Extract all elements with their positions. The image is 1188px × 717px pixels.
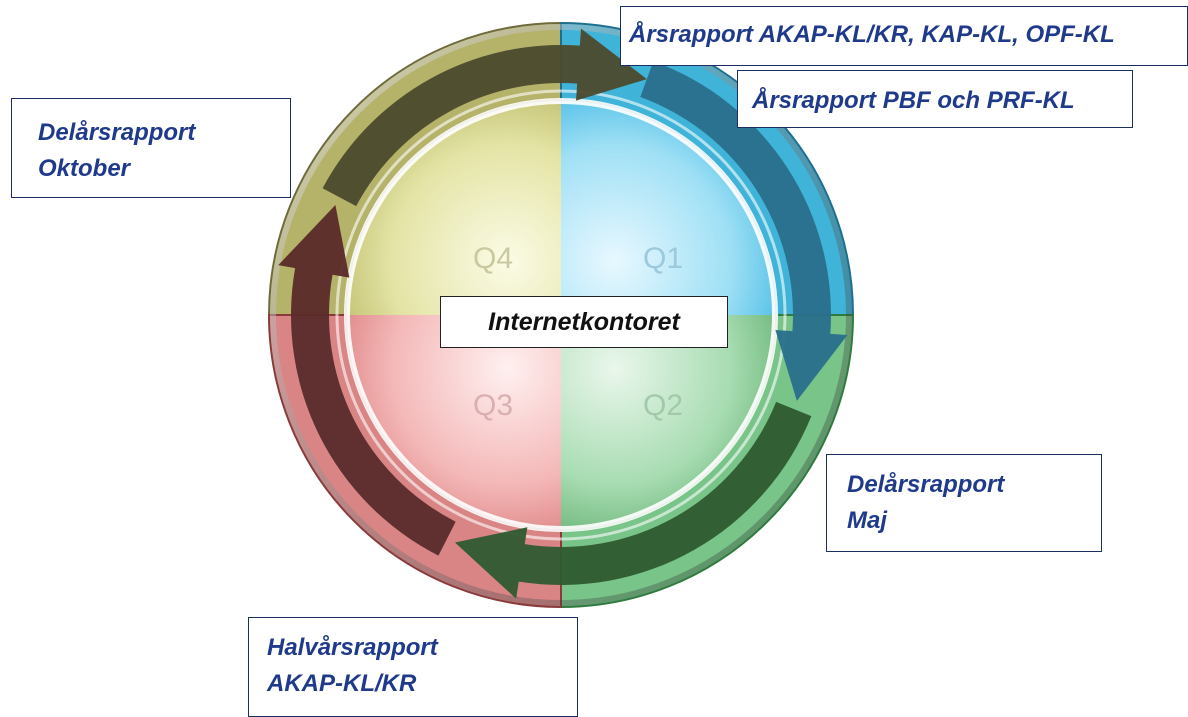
- quarter-label-q1: Q1: [643, 242, 683, 275]
- quarter-label-q4: Q4: [473, 242, 513, 275]
- quadrant-q3: [347, 315, 561, 529]
- callout-arsrapport-pbf: Årsrapport PBF och PRF-KL: [737, 70, 1133, 128]
- quadrant-q4: [347, 101, 561, 315]
- callout-line: Maj: [847, 507, 888, 534]
- quadrants: [335, 89, 787, 541]
- callout-line: Delårsrapport: [847, 471, 1005, 498]
- callout-line: Delårsrapport: [38, 119, 196, 146]
- callout-line: Oktober: [38, 155, 131, 182]
- quadrant-q1: [561, 101, 775, 315]
- quarter-label-q2: Q2: [643, 389, 683, 422]
- callout-halvarsrapport: Halvårsrapport AKAP-KL/KR: [248, 617, 578, 717]
- center-label: Internetkontoret: [440, 296, 728, 348]
- callout-line: Årsrapport AKAP-KL/KR, KAP-KL, OPF-KL: [629, 21, 1115, 48]
- callout-arsrapport-akap: Årsrapport AKAP-KL/KR, KAP-KL, OPF-KL: [620, 6, 1188, 66]
- quarter-label-q3: Q3: [473, 389, 513, 422]
- callout-line: Årsrapport PBF och PRF-KL: [752, 87, 1075, 114]
- callout-delarsrapport-oktober: Delårsrapport Oktober: [11, 98, 291, 198]
- arrow-q2-to-q3: [454, 401, 812, 599]
- arrow-q1-to-q2: [640, 61, 848, 401]
- callout-line: AKAP-KL/KR: [267, 670, 417, 697]
- quadrant-q2: [561, 315, 775, 529]
- callout-delarsrapport-maj: Delårsrapport Maj: [826, 454, 1102, 552]
- cycle-arrows: [278, 28, 848, 599]
- arrow-q4-to-q1: [322, 28, 647, 207]
- callout-line: Halvårsrapport: [267, 634, 438, 661]
- arrow-q3-to-q4: [278, 204, 456, 556]
